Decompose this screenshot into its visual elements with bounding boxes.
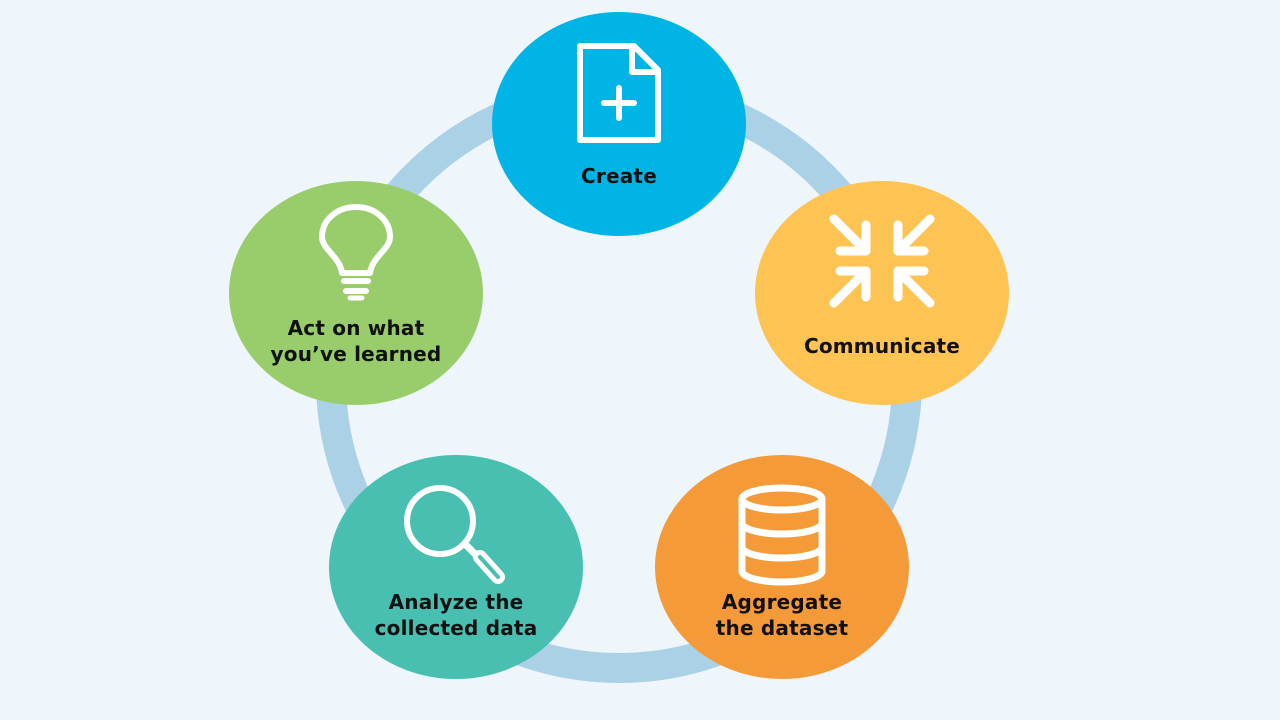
document-plus-icon	[577, 43, 661, 143]
step-label-create: Create	[581, 164, 657, 188]
lightbulb-icon	[319, 204, 393, 301]
step-label-analyze: Analyze the collected data	[374, 590, 538, 640]
step-label-aggregate: Aggregate the dataset	[715, 590, 849, 640]
step-communicate: Communicate	[755, 181, 1009, 405]
step-label-act: Act on what you’ve learned	[270, 316, 442, 366]
database-icon	[738, 484, 826, 586]
step-act: Act on what you’ve learned	[229, 181, 483, 405]
arrows-inward-icon	[829, 214, 935, 308]
step-create: Create	[492, 12, 746, 236]
step-analyze: Analyze the collected data	[329, 455, 583, 679]
step-label-communicate: Communicate	[803, 334, 961, 358]
step-aggregate: Aggregate the dataset	[655, 455, 909, 679]
magnifier-icon	[404, 485, 505, 584]
